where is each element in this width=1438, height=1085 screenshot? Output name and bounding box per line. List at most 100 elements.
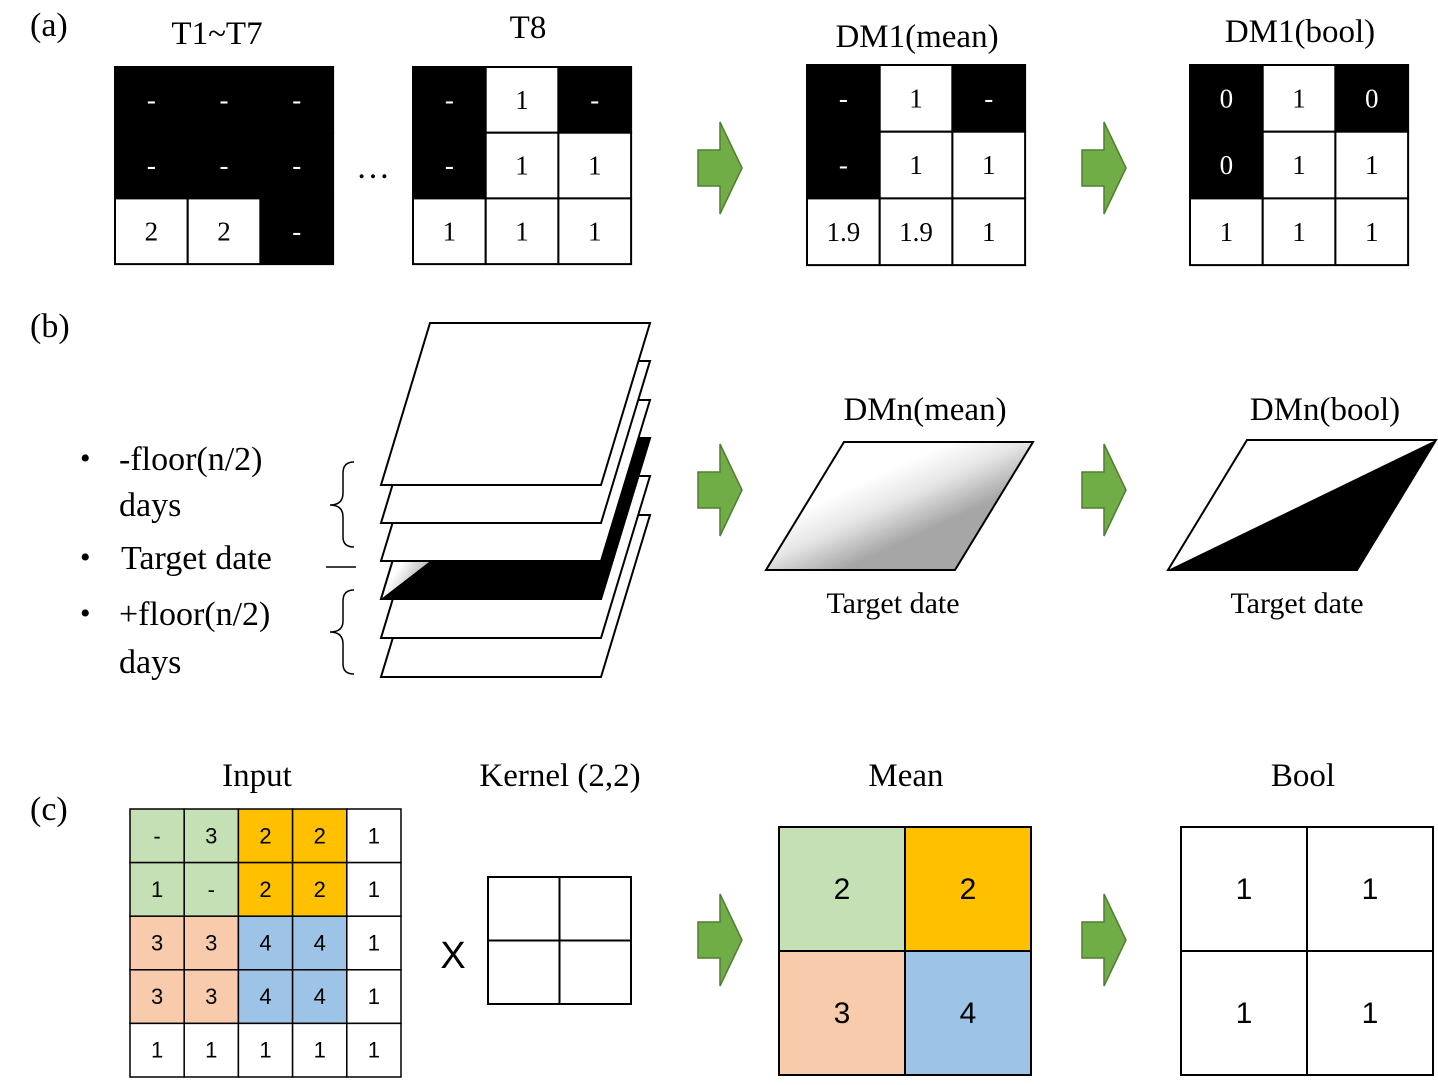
grid-cell-value: - — [220, 151, 229, 181]
bool-title: Bool — [1271, 758, 1335, 794]
grid-cell — [1306, 950, 1434, 1076]
grid-cell-value: 0 — [1220, 84, 1234, 114]
grid-cell-value: 1 — [151, 1038, 163, 1063]
arrow-a1 — [697, 121, 743, 215]
arrow-c1 — [697, 893, 743, 987]
grid-cell-value: 2 — [314, 877, 326, 902]
grid-cell-value: 1 — [1292, 84, 1306, 114]
bullet-1-dot: • — [80, 442, 91, 475]
grid-cell-value: 1 — [515, 216, 529, 246]
grid-cell-value: 2 — [314, 823, 326, 848]
kernel-title: Kernel (2,2) — [479, 758, 640, 794]
arrow-b1 — [697, 443, 743, 537]
layer-stack — [379, 322, 652, 678]
grid-cell-value: 1 — [909, 84, 923, 114]
grid-cell — [1334, 64, 1410, 133]
brace-after — [329, 589, 355, 675]
grid-cell-value: 0 — [1220, 150, 1234, 180]
grid-cell — [129, 1022, 185, 1078]
grid-cell — [778, 950, 906, 1076]
grid-cell-value: 4 — [259, 930, 271, 955]
grid-cell-value: 1 — [368, 984, 380, 1009]
grid-cell-value: 1 — [1236, 873, 1253, 906]
grid-cell — [237, 808, 294, 864]
grid-cell — [904, 950, 1032, 1076]
grid-cell-value: 1 — [314, 1038, 326, 1063]
bullet-2-dot: • — [80, 541, 91, 574]
grid-cell — [114, 197, 189, 266]
grid-cell — [346, 969, 402, 1025]
grid-cell-value: - — [153, 823, 160, 848]
grid-cell-value: - — [292, 85, 301, 115]
grid-cell-value: 3 — [205, 930, 217, 955]
grid-cell-value: 1 — [1365, 150, 1379, 180]
grid-cell — [412, 66, 487, 134]
grid-cell — [259, 131, 335, 200]
grid-cell-value: 1 — [259, 1038, 271, 1063]
panel-c-label: (c) — [30, 791, 68, 828]
grid-cell-value: - — [590, 85, 599, 115]
grid-cell — [1261, 64, 1337, 133]
dmn-bool-caption: Target date — [1230, 587, 1363, 620]
grid-cell — [186, 197, 262, 266]
grid-cell-value: 1 — [1362, 997, 1379, 1030]
dmn-bool-map — [1166, 439, 1438, 571]
grid-cell — [806, 130, 881, 200]
grid-cell-value: 1.9 — [899, 217, 933, 247]
grid-cell — [183, 915, 240, 971]
grid-cell-value: 1 — [1220, 217, 1234, 247]
grid-cell — [259, 197, 335, 266]
grid-cell-value: 2 — [259, 877, 271, 902]
panel-b-label: (b) — [30, 308, 70, 345]
grid-cell-value: 3 — [205, 984, 217, 1009]
bullet-2-line1: Target date — [121, 540, 272, 577]
grid-cell-value: - — [839, 84, 848, 114]
grid-cell — [346, 915, 402, 971]
grid-cell — [129, 808, 185, 864]
dmn-mean-caption: Target date — [826, 587, 959, 620]
kernel-grid — [487, 876, 632, 1005]
grid-cell-value: 1 — [443, 216, 457, 246]
grid-cell — [806, 64, 881, 133]
grid-cell — [484, 197, 560, 266]
bullet-3-line2: days — [119, 644, 181, 681]
grid-cell — [186, 66, 262, 134]
bullet-3-line1: +floor(n/2) — [119, 596, 270, 633]
brace-before — [329, 461, 355, 548]
grid-cell-value: 2 — [259, 823, 271, 848]
bullet-1-line1: -floor(n/2) — [119, 441, 263, 478]
grid-cell-value: 1 — [982, 217, 996, 247]
grid-cell-value: 1 — [588, 151, 602, 181]
grid-cell-value: 0 — [1365, 84, 1379, 114]
grid-cell-value: 2 — [834, 873, 851, 906]
grid-cell — [291, 861, 348, 917]
grid-a1-title: T1~T7 — [171, 16, 262, 52]
grid-cell-value: - — [147, 85, 156, 115]
grid-cell-value: 1 — [368, 1038, 380, 1063]
panel-a-label: (a) — [30, 7, 68, 44]
grid-cell — [237, 915, 294, 971]
grid-cell-value: 1 — [982, 150, 996, 180]
grid-cell — [346, 861, 402, 917]
dmn-bool-title: DMn(bool) — [1250, 392, 1400, 428]
grid-cell-value: 1 — [1292, 150, 1306, 180]
grid-cell — [557, 66, 633, 134]
grid-cell-value: 1 — [205, 1038, 217, 1063]
grid-cell — [1189, 197, 1264, 267]
grid-cell-value: 1 — [368, 930, 380, 955]
grid-cell-value: 4 — [960, 997, 977, 1030]
grid-cell — [1334, 130, 1410, 200]
grid-cell — [237, 1022, 294, 1078]
grid-cell-value: 3 — [205, 823, 217, 848]
grid-cell-value: 1 — [1365, 217, 1379, 247]
grid-cell — [412, 197, 487, 266]
grid-cell — [878, 130, 954, 200]
grid-cell-value: 1 — [151, 877, 163, 902]
layer-before-1 — [379, 322, 652, 486]
